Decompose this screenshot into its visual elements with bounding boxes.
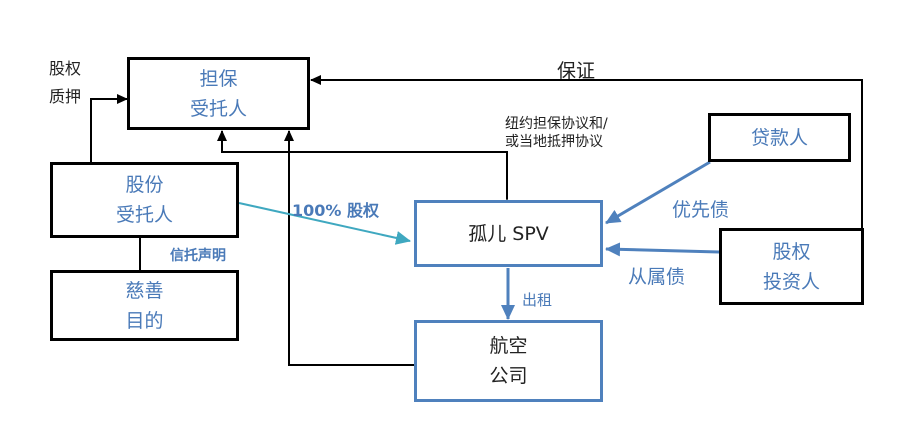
label-senior-debt: 优先债 — [672, 199, 730, 221]
node-airline-line2: 公司 — [489, 365, 528, 387]
node-lender: 贷款人 — [708, 113, 851, 162]
node-spv-label: 孤儿 SPV — [468, 222, 549, 245]
node-share-trustee-line2: 受托人 — [115, 204, 173, 226]
node-lender-label: 贷款人 — [750, 126, 808, 149]
label-equity-pledge-line2: 质押 — [49, 87, 82, 106]
node-charity-line2: 目的 — [125, 309, 164, 332]
node-spv: 孤儿 SPV — [414, 200, 603, 267]
node-charity-line1: 慈善 — [125, 279, 164, 302]
node-share-trustee: 股份 受托人 — [50, 162, 239, 238]
label-agreements-line2: 或当地抵押协议 — [505, 134, 603, 150]
label-agreements-line1: 纽约担保协议和/ — [505, 116, 608, 132]
label-equity-pledge: 股权 质押 — [49, 55, 81, 111]
label-subordinated-debt: 从属债 — [628, 266, 686, 288]
label-lease: 出租 — [522, 291, 553, 309]
arrow-subordinated-debt — [605, 242, 720, 257]
node-equity-investor-line1: 股权 — [772, 240, 811, 263]
node-guarantee-trustee: 担保 受托人 — [127, 57, 310, 130]
node-airline: 航空 公司 — [414, 320, 603, 402]
node-charity: 慈善 目的 — [50, 270, 239, 341]
arrow-100-equity — [238, 202, 411, 245]
arrow-senior-debt — [605, 160, 711, 225]
arrow-guarantee — [310, 75, 863, 228]
node-guarantee-trustee-line1: 担保 — [199, 67, 238, 90]
label-100-equity: 100% 股权 — [292, 201, 380, 220]
label-trust-declaration: 信托声明 — [170, 248, 226, 264]
node-share-trustee-line1: 股份 — [125, 174, 164, 196]
node-guarantee-trustee-line2: 受托人 — [189, 97, 247, 120]
node-airline-line1: 航空 — [489, 335, 528, 357]
arrow-equity-pledge — [90, 94, 128, 162]
node-equity-investor-line2: 投资人 — [762, 270, 820, 293]
arrow-airline-to-trustee — [284, 130, 414, 366]
arrow-agreements — [217, 130, 512, 209]
label-agreements: 纽约担保协议和/ 或当地抵押协议 — [505, 115, 608, 151]
label-equity-pledge-line1: 股权 — [49, 59, 82, 78]
label-guarantee: 保证 — [557, 60, 596, 82]
node-equity-investor: 股权 投资人 — [719, 228, 864, 305]
